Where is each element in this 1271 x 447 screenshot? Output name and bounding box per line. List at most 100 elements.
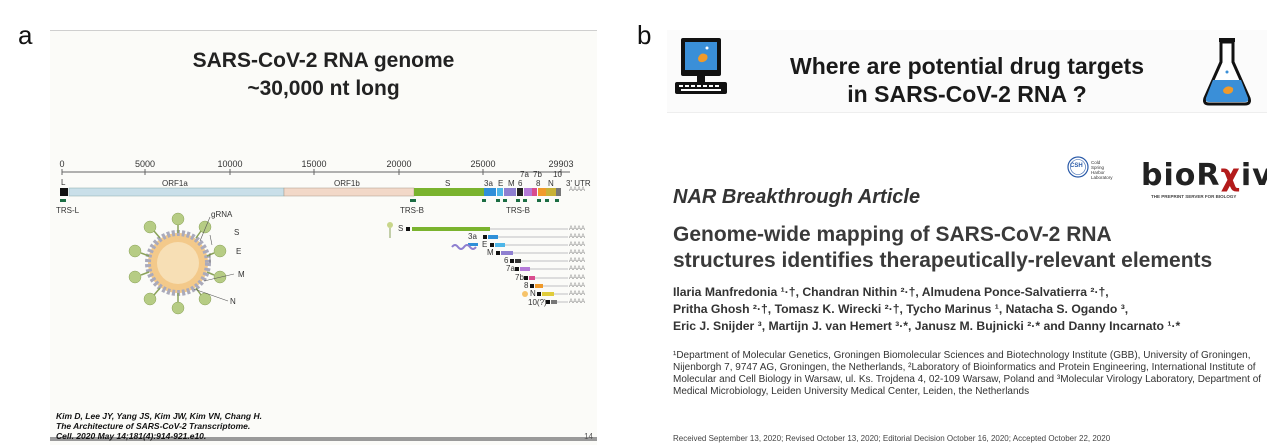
poly-a-10: AAAA: [569, 299, 586, 305]
sgrna-7b-label: 7b: [515, 273, 524, 282]
n-block: [546, 188, 556, 196]
8-label: 8: [536, 179, 541, 188]
ruler-tick-0: 0: [59, 159, 65, 169]
m-label: M: [508, 179, 515, 188]
e-label: E: [498, 179, 504, 188]
citation-line-3: Cell. 2020 May 14;181(4):914-921.e10.: [56, 431, 207, 441]
affiliations: ¹Department of Molecular Genetics, Groni…: [673, 350, 1262, 397]
sgrna-lines: [387, 222, 568, 304]
paper-title: Genome-wide mapping of SARS-CoV-2 RNA st…: [673, 222, 1267, 274]
ruler-tick-25000: 25000: [470, 159, 496, 169]
genome-slide: SARS-CoV-2 RNA genome ~30,000 nt long 0 …: [50, 30, 597, 445]
sgrna-n-label: N: [530, 289, 536, 298]
3a-label: 3a: [484, 179, 493, 188]
orf1a-block: [68, 187, 285, 197]
biorxiv-logo-chi: χ: [1220, 158, 1241, 193]
authors-line-3: Eric J. Snijder ³, Martijn J. van Hemert…: [673, 319, 1181, 333]
panel-a-label: a: [18, 20, 33, 50]
poly-a-7a: AAAA: [569, 266, 586, 272]
virion-n-label: N: [230, 297, 236, 306]
leader-block: [60, 188, 68, 196]
authors-line-2: Pritha Ghosh ²·†, Tomasz K. Wirecki ²·†,…: [673, 302, 1129, 316]
sgrna-10-label: 10(?): [528, 298, 547, 307]
poly-a-s: AAAA: [569, 226, 586, 232]
sgrna-8-label: 8: [524, 281, 529, 290]
8-block: [538, 188, 546, 196]
m-block: [504, 188, 516, 196]
ruler-tick-20000: 20000: [386, 159, 412, 169]
sgrna-6-label: 6: [504, 256, 509, 265]
citation: Kim D, Lee JY, Yang JS, Kim JW, Kim VN, …: [56, 411, 262, 441]
sgrna-e-label: E: [482, 240, 488, 249]
10-block: [556, 188, 561, 196]
7a-block: [524, 188, 532, 196]
virion-illustration: [128, 212, 235, 315]
n-label: N: [548, 179, 554, 188]
s-label: S: [445, 179, 451, 188]
7b-label: 7b: [533, 170, 542, 179]
trs-b-label-1: TRS-B: [400, 206, 424, 215]
3a-block: [484, 188, 496, 196]
poly-a-8: AAAA: [569, 283, 586, 289]
csh-text-line: Laboratory: [1091, 175, 1113, 180]
csh-text-line: Harbor: [1091, 170, 1105, 175]
sgrna-7a-label: 7a: [506, 264, 515, 273]
question-line-1: Where are potential drug targets: [789, 53, 1144, 79]
biorxiv-logo-pre: bioR: [1141, 158, 1221, 193]
poly-a-genome: AAAA: [569, 187, 586, 193]
paper-title-line-2: structures identifies therapeutically-re…: [673, 249, 1213, 272]
csh-text-line: Cold: [1091, 160, 1101, 165]
trs-b-label-2: TRS-B: [506, 206, 530, 215]
6-label: 6: [518, 179, 523, 188]
authors-line-1: Ilaria Manfredonia ¹·†, Chandran Nithin …: [673, 285, 1109, 299]
poly-a-e: AAAA: [569, 242, 586, 248]
slide-title: SARS-CoV-2 RNA genome: [192, 49, 455, 72]
citation-line-2: The Architecture of SARS-CoV-2 Transcrip…: [56, 421, 251, 431]
journal-label: NAR Breakthrough Article: [673, 186, 921, 208]
poly-a-6: AAAA: [569, 258, 586, 264]
flask-icon: [1203, 38, 1251, 106]
orf1b-block: [283, 187, 415, 197]
ruler-tick-10000: 10000: [217, 159, 243, 169]
sgrna-m-label: M: [487, 248, 494, 257]
10-label: 10: [553, 170, 562, 179]
biorxiv-logo-post: iv: [1240, 158, 1267, 193]
virion-s-label: S: [234, 228, 240, 237]
grna-label: gRNA: [211, 210, 233, 219]
csh-logo: [1067, 156, 1089, 178]
citation-line-1: Kim D, Lee JY, Yang JS, Kim JW, Kim VN, …: [56, 411, 262, 421]
drug-target-question: Where are potential drug targets in SARS…: [737, 52, 1197, 108]
trs-l-label: TRS-L: [56, 206, 80, 215]
biorxiv-tagline: THE PREPRINT SERVER FOR BIOLOGY: [1151, 194, 1237, 199]
orf1a-label: ORF1a: [162, 179, 188, 188]
genome-diagram: [50, 169, 597, 441]
3utr-label: 3' UTR: [566, 179, 591, 188]
ruler-tick-29903: 29903: [548, 159, 574, 169]
received-dates: Received September 13, 2020; Revised Oct…: [673, 434, 1111, 443]
poly-a-n: AAAA: [569, 291, 586, 297]
poly-a-m: AAAA: [569, 250, 586, 256]
csh-logo-text: CSH: [1070, 163, 1083, 169]
slide-subtitle: ~30,000 nt long: [247, 77, 400, 100]
s-block: [414, 188, 484, 196]
6-block: [517, 188, 523, 196]
computer-icon: [675, 38, 727, 94]
virion-m-label: M: [238, 270, 245, 279]
leader-label: L: [61, 178, 66, 187]
7b-block: [532, 188, 537, 196]
csh-text-line: Spring: [1091, 165, 1105, 170]
e-block: [497, 188, 503, 196]
paper-slide: Where are potential drug targets in SARS…: [667, 30, 1267, 444]
7a-label: 7a: [520, 170, 529, 179]
panel-b-label: b: [637, 20, 652, 50]
biorxiv-logo: bioRχiv: [1141, 158, 1267, 193]
question-header: [667, 30, 1267, 113]
paper-title-line-1: Genome-wide mapping of SARS-CoV-2 RNA: [673, 223, 1112, 246]
author-list: Ilaria Manfredonia ¹·†, Chandran Nithin …: [673, 284, 1263, 335]
sgrna-3a-label: 3a: [468, 232, 477, 241]
ruler-tick-5000: 5000: [134, 159, 156, 169]
page-number: 14: [584, 432, 593, 441]
orf1b-label: ORF1b: [334, 179, 360, 188]
virion-e-label: E: [236, 247, 242, 256]
poly-a-3a: AAAA: [569, 234, 586, 240]
